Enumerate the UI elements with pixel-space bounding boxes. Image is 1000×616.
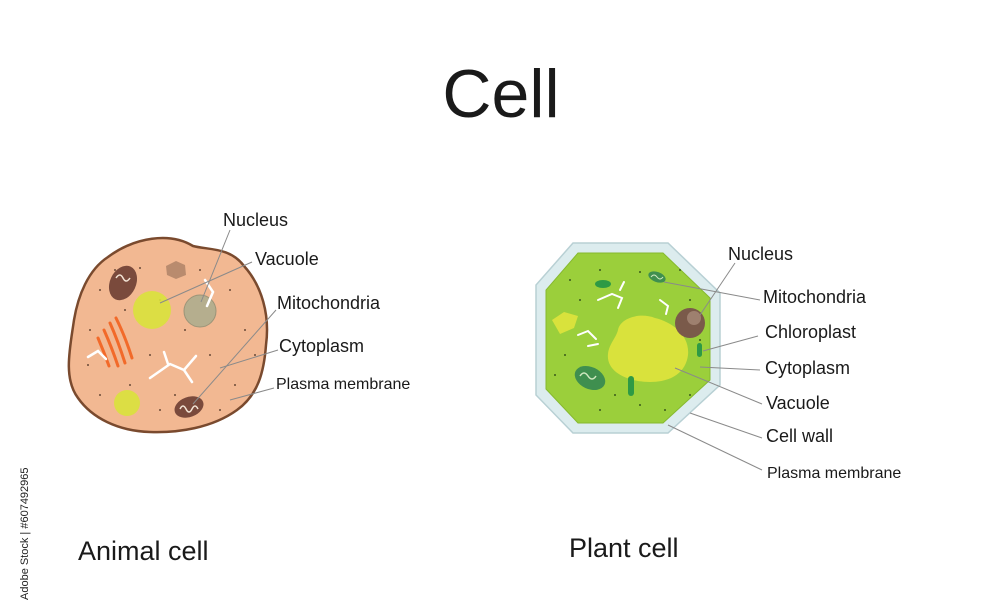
animal-label-mitochondria: Mitochondria bbox=[277, 293, 381, 313]
plant-label-nucleus: Nucleus bbox=[728, 244, 793, 264]
page-title: Cell bbox=[442, 56, 559, 132]
animal-label-vacuole: Vacuole bbox=[255, 249, 319, 269]
animal-cell: Nucleus Vacuole Mitochondria Cytoplasm P… bbox=[67, 210, 410, 566]
plant-mitochondrion-left bbox=[574, 365, 606, 391]
animal-label-nucleus: Nucleus bbox=[223, 210, 288, 230]
animal-caption: Animal cell bbox=[78, 536, 209, 566]
plant-label-plasma-membrane: Plasma membrane bbox=[767, 465, 901, 482]
plant-chloroplast-2 bbox=[628, 376, 634, 396]
plant-vacuole bbox=[607, 315, 689, 382]
plant-label-vacuole: Vacuole bbox=[766, 393, 830, 413]
animal-small-organelle bbox=[166, 261, 186, 279]
animal-lysosome bbox=[114, 390, 140, 416]
plant-label-chloroplast: Chloroplast bbox=[765, 322, 856, 342]
plant-cell: Nucleus Mitochondria Chloroplast Cytopla… bbox=[535, 242, 901, 563]
animal-vacuole bbox=[133, 291, 171, 329]
animal-nucleus bbox=[183, 294, 217, 328]
plant-er bbox=[577, 281, 670, 347]
plant-label-mitochondria: Mitochondria bbox=[763, 287, 867, 307]
plant-mitochondrion-top bbox=[648, 271, 666, 283]
plant-leader-lines bbox=[663, 262, 763, 471]
animal-mitochondrion-bottom bbox=[174, 396, 204, 418]
animal-er bbox=[86, 278, 215, 384]
animal-golgi bbox=[96, 316, 134, 368]
animal-leader-lines bbox=[159, 229, 279, 405]
animal-label-plasma-membrane: Plasma membrane bbox=[276, 376, 410, 393]
animal-mitochondrion-top bbox=[108, 265, 138, 301]
plant-yellow-body bbox=[552, 312, 578, 334]
animal-label-cytoplasm: Cytoplasm bbox=[279, 336, 364, 356]
plant-label-cytoplasm: Cytoplasm bbox=[765, 358, 850, 378]
plant-caption: Plant cell bbox=[569, 533, 679, 563]
plant-nucleus-highlight bbox=[687, 311, 701, 325]
plant-label-cell-wall: Cell wall bbox=[766, 426, 833, 446]
plant-cytoplasm-dots bbox=[554, 269, 701, 411]
animal-cytoplasm-dots bbox=[87, 267, 256, 411]
plant-chloroplast-3 bbox=[595, 280, 611, 288]
plant-chloroplast-1 bbox=[697, 343, 702, 357]
watermark-text: Adobe Stock | #607492965 bbox=[19, 467, 31, 600]
